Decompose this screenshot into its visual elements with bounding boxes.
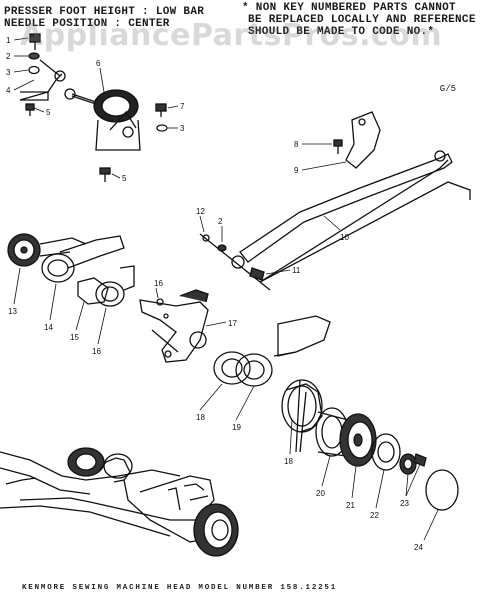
callout-label: 13 bbox=[8, 307, 17, 316]
nonkey-note-line1: * NON KEY NUMBERED PARTS CANNOT bbox=[242, 2, 456, 14]
callout-label: 1 bbox=[6, 36, 11, 45]
callout-label: 5 bbox=[46, 108, 51, 117]
nonkey-note-line2: BE REPLACED LOCALLY AND REFERENCE bbox=[248, 14, 476, 26]
callout-label: 4 bbox=[6, 86, 11, 95]
callout-label: 18 bbox=[284, 457, 293, 466]
leader-lines bbox=[13, 37, 439, 541]
callout-label: 7 bbox=[180, 102, 185, 111]
page-reference: G/5 bbox=[439, 84, 456, 94]
callout-label: 14 bbox=[44, 323, 53, 332]
presser-assembly bbox=[19, 33, 168, 182]
callout-label: 3 bbox=[180, 124, 185, 133]
callout-label: 2 bbox=[218, 217, 223, 226]
callout-label: 17 bbox=[228, 319, 237, 328]
callout-label: 20 bbox=[316, 489, 325, 498]
callout-label: 16 bbox=[92, 347, 101, 356]
washer-stack bbox=[213, 315, 331, 387]
callout-label: 15 bbox=[70, 333, 79, 342]
presser-note-line2: NEEDLE POSITION : CENTER bbox=[4, 18, 170, 30]
callout-label: 24 bbox=[414, 543, 423, 552]
diagram-caption: KENMORE SEWING MACHINE HEAD MODEL NUMBER… bbox=[22, 584, 338, 592]
callout-label: 10 bbox=[340, 233, 349, 242]
nonkey-note-line3: SHOULD BE MADE TO CODE NO.* bbox=[248, 26, 435, 38]
lever-assembly bbox=[199, 111, 471, 291]
handwheel-assembly bbox=[281, 379, 459, 511]
callout-label: 22 bbox=[370, 511, 379, 520]
callout-label: 8 bbox=[294, 140, 299, 149]
callout-label: 11 bbox=[292, 266, 301, 275]
cam-stack bbox=[7, 233, 209, 363]
callout-label: 23 bbox=[400, 499, 409, 508]
presser-note-line1: PRESSER FOOT HEIGHT : LOW BAR bbox=[4, 6, 205, 18]
callout-label: 12 bbox=[196, 207, 205, 216]
callout-label: 21 bbox=[346, 501, 355, 510]
callout-label: 18 bbox=[196, 413, 205, 422]
callout-label: 16 bbox=[154, 279, 163, 288]
callout-label: 19 bbox=[232, 423, 241, 432]
callout-label: 2 bbox=[6, 52, 11, 61]
assembled-view bbox=[0, 447, 239, 557]
callout-label: 6 bbox=[96, 59, 101, 68]
callout-label: 3 bbox=[6, 68, 11, 77]
callout-label: 5 bbox=[122, 174, 127, 183]
callout-label: 9 bbox=[294, 166, 299, 175]
callout-labels: 1 2 3 4 5 6 7 3 5 8 9 10 11 12 2 13 14 1… bbox=[6, 36, 423, 552]
